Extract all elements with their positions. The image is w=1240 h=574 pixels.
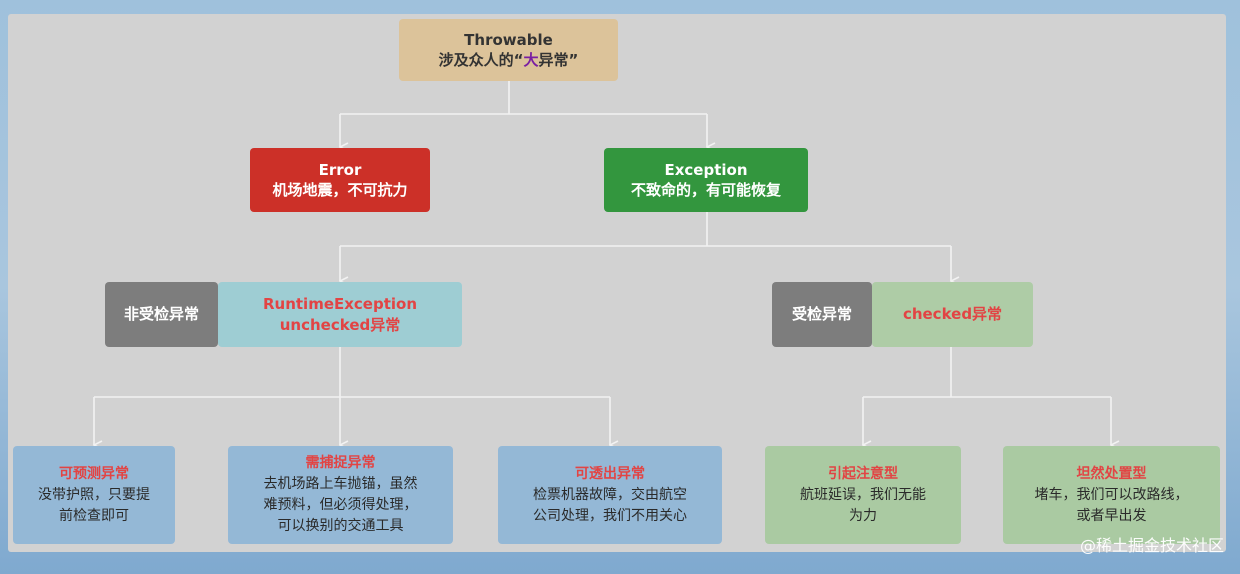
runtime-exception-node: RuntimeException unchecked异常 <box>218 282 462 347</box>
throwable-desc: 涉及众人的“大异常” <box>439 50 579 70</box>
connector-root <box>340 81 707 115</box>
throwable-desc-accent: 大 <box>523 51 539 69</box>
leaf-line: 去机场路上车抛锚，虽然 <box>263 476 418 492</box>
checked-exception-label: checked异常 <box>902 305 1003 324</box>
leaf-line: 为力 <box>849 507 877 524</box>
throwable-node: Throwable 涉及众人的“大异常” <box>399 19 618 81</box>
leaf-line: 难预料，但必须得处理， <box>263 497 418 513</box>
watermark: @稀土掘金技术社区 <box>1079 536 1224 555</box>
leaf-title: 可预测异常 <box>59 465 129 482</box>
leaf-line: 堵车，我们可以改路线， <box>1034 486 1189 503</box>
exception-title: Exception <box>664 160 748 179</box>
runtime-exception-title: RuntimeException <box>262 295 418 314</box>
checked-tag-label: 受检异常 <box>791 305 852 324</box>
leaf-attention: 引起注意型 航班延误，我们无能 为力 <box>765 446 961 544</box>
error-node: Error 机场地震，不可抗力 <box>250 148 430 212</box>
error-desc: 机场地震，不可抗力 <box>272 181 408 199</box>
connector-exception <box>340 212 951 247</box>
throwable-title: Throwable <box>464 30 553 49</box>
throwable-desc-post: 异常” <box>538 51 579 69</box>
error-title: Error <box>318 160 362 179</box>
checked-tag: 受检异常 <box>772 282 872 347</box>
leaf-predictable: 可预测异常 没带护照，只要提 前检查即可 <box>13 446 175 544</box>
checked-exception-node: checked异常 <box>872 282 1033 347</box>
leaf-title: 引起注意型 <box>828 465 898 482</box>
leaf-title: 坦然处置型 <box>1076 465 1147 482</box>
leaf-line: 没带护照，只要提 <box>38 486 150 503</box>
throwable-desc-pre: 涉及众人的“ <box>438 51 524 69</box>
connector-checked <box>863 347 1111 398</box>
leaf-line: 可以换别的交通工具 <box>277 518 404 534</box>
exception-node: Exception 不致命的，有可能恢复 <box>604 148 808 212</box>
leaf-title: 可透出异常 <box>575 465 645 482</box>
leaf-must-catch: 需捕捉异常 去机场路上车抛锚，虽然 难预料，但必须得处理， 可以换别的交通工具 <box>228 446 453 544</box>
leaf-line: 或者早出发 <box>1076 507 1147 524</box>
leaf-line: 航班延误，我们无能 <box>800 486 926 503</box>
leaf-title: 需捕捉异常 <box>305 455 376 471</box>
runtime-exception-subtitle: unchecked异常 <box>279 315 401 334</box>
unchecked-tag: 非受检异常 <box>105 282 218 347</box>
leaf-propagate: 可透出异常 检票机器故障，交由航空 公司处理，我们不用关心 <box>498 446 722 544</box>
connector-runtime <box>94 347 610 398</box>
leaf-calm-handling: 坦然处置型 堵车，我们可以改路线， 或者早出发 <box>1003 446 1220 544</box>
leaf-line: 检票机器故障，交由航空 <box>533 486 687 503</box>
exception-desc: 不致命的，有可能恢复 <box>630 181 781 199</box>
leaf-line: 前检查即可 <box>59 507 129 524</box>
leaf-line: 公司处理，我们不用关心 <box>533 507 687 524</box>
unchecked-tag-label: 非受检异常 <box>123 305 199 324</box>
